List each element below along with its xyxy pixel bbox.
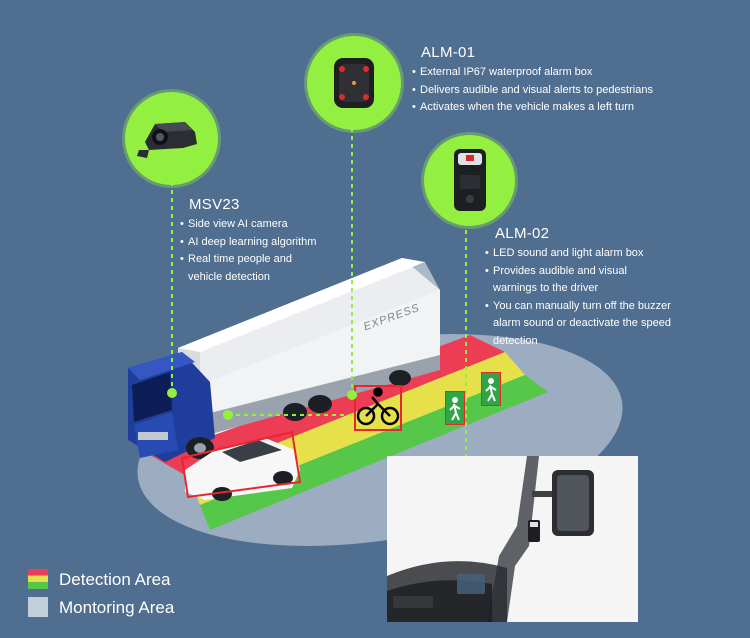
alm02-bullet: Provides audible and visual warnings to … — [485, 263, 658, 298]
msv23-title: MSV23 — [189, 196, 240, 213]
detection-box-car — [180, 430, 302, 499]
connector-dot — [167, 388, 177, 398]
led-alarm-icon — [454, 149, 486, 211]
alarm-box-icon — [334, 58, 374, 108]
cab-interior-photo — [387, 456, 638, 622]
pedestrian-icon — [446, 392, 464, 424]
car — [185, 438, 300, 501]
connector-dot — [223, 410, 233, 420]
monitoring-area-swatch — [28, 597, 48, 617]
alm01-bullet: External IP67 waterproof alarm box — [412, 64, 732, 82]
msv23-bullet-list: Side view AI camera AI deep learning alg… — [180, 216, 340, 286]
alm02-bullet: LED sound and light alarm box — [485, 245, 690, 263]
alm02-bullet: You can manually turn off the buzzer ala… — [485, 298, 693, 351]
camera-icon — [137, 122, 197, 158]
msv23-bullet: Real time people and vehicle detection — [180, 251, 313, 286]
detection-box-cyclist — [354, 385, 402, 431]
alm01-bullet: Activates when the vehicle makes a left … — [412, 99, 732, 117]
alm01-device-circle — [307, 36, 401, 130]
pedestrian-icon — [482, 373, 500, 405]
alm02-device-circle — [424, 135, 515, 226]
detection-area-swatch — [28, 569, 48, 589]
msv23-bullet: Side view AI camera — [180, 216, 340, 234]
alm01-bullet-list: External IP67 waterproof alarm box Deliv… — [412, 64, 732, 117]
cyclist-icon — [356, 387, 400, 426]
msv23-bullet: AI deep learning algorithm — [180, 234, 340, 252]
alm02-title: ALM-02 — [495, 225, 550, 242]
truck — [128, 258, 440, 462]
alm02-bullet-list: LED sound and light alarm box Provides a… — [485, 245, 690, 350]
connector-dot — [347, 390, 357, 400]
alm01-bullet: Delivers audible and visual alerts to pe… — [412, 82, 732, 100]
alm01-title: ALM-01 — [421, 44, 476, 61]
detection-area-label: Detection Area — [59, 570, 171, 589]
monitoring-area-label: Montoring Area — [59, 598, 175, 617]
msv23-device-circle — [125, 92, 218, 185]
cab-interior-illustration — [387, 456, 638, 622]
